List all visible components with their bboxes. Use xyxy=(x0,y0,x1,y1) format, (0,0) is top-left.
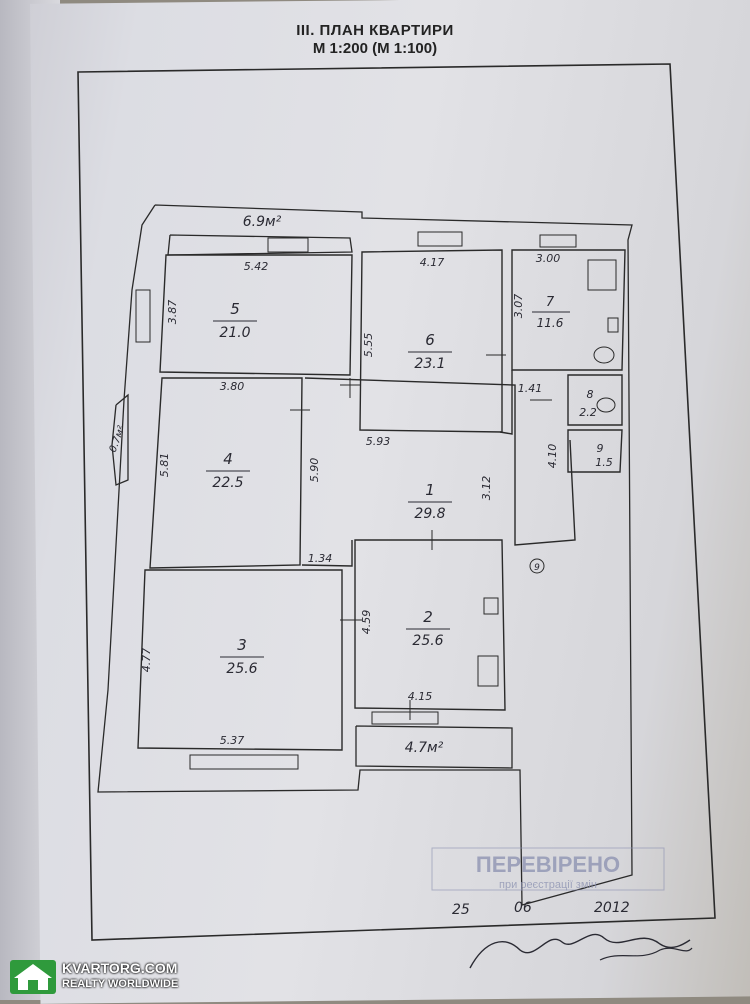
room-1-number: 1 xyxy=(425,481,435,499)
bathtub-icon xyxy=(587,259,617,291)
room-6-area: 23.1 xyxy=(414,356,445,372)
room-labels: 1 29.8 2 25.6 3 25.6 4 22.5 5 21.0 6 23.… xyxy=(206,295,613,677)
room-7-number: 7 xyxy=(546,295,555,310)
toilet-icon-2 xyxy=(596,397,616,413)
room-5-number: 5 xyxy=(230,300,240,318)
bay-window-area: 0.7м² xyxy=(108,424,128,454)
room-4-area: 22.5 xyxy=(212,475,243,491)
room-5-outline xyxy=(159,254,353,376)
stamp-date: 25 06 2012 xyxy=(452,900,630,918)
marker-label: 9 xyxy=(534,563,540,573)
stamp-date-day: 25 xyxy=(452,902,470,918)
room-2-outline xyxy=(354,539,506,711)
room-3-area: 25.6 xyxy=(226,661,257,677)
watermark-site: KVARTORG.COM xyxy=(62,960,178,976)
balcony-top-area: 6.9м² xyxy=(243,214,282,230)
dim-4-15: 4.15 xyxy=(408,690,433,703)
room-2-area: 25.6 xyxy=(412,633,443,649)
house-logo-icon xyxy=(10,960,56,994)
dim-5-55: 5.55 xyxy=(362,333,375,358)
room-9-number: 9 xyxy=(597,442,604,455)
room-3-outline xyxy=(137,569,343,751)
dim-5-90: 5.90 xyxy=(308,458,321,483)
watermark: KVARTORG.COM REALTY WORLDWIDE xyxy=(8,958,188,998)
stamp-date-month: 06 xyxy=(514,900,532,916)
interior-walls xyxy=(137,249,626,751)
balcony-bottom-outline xyxy=(355,725,513,769)
room-8-area: 2.2 xyxy=(579,406,597,419)
stamp-date-year: 2012 xyxy=(594,900,630,916)
dim-1-34: 1.34 xyxy=(308,552,333,565)
dim-5-37: 5.37 xyxy=(220,734,245,747)
dim-4-77: 4.77 xyxy=(140,648,153,673)
room-3-number: 3 xyxy=(237,636,247,654)
room-5-area: 21.0 xyxy=(219,325,250,341)
room-8-number: 8 xyxy=(587,388,594,401)
verification-stamp: ПЕРЕВІРЕНО при реєстрації змін xyxy=(431,847,665,891)
door-marks xyxy=(290,354,552,720)
stamp-subtitle: при реєстрації змін xyxy=(499,879,597,891)
balcony-top-outline xyxy=(167,234,353,256)
room-1-outline xyxy=(304,377,576,546)
kitchen-sink-icon xyxy=(483,597,499,615)
room-7-area: 11.6 xyxy=(537,316,564,330)
plan-scale: М 1:200 (М 1:100) xyxy=(312,40,438,57)
dim-1-41: 1.41 xyxy=(518,382,543,395)
stove-icon xyxy=(477,655,499,687)
dim-4-59: 4.59 xyxy=(360,610,373,635)
room-7-outline xyxy=(511,249,626,371)
outer-walls xyxy=(97,204,633,906)
stamp-title: ПЕРЕВІРЕНО xyxy=(476,852,620,877)
plan-heading: III. ПЛАН КВАРТИРИ xyxy=(296,22,454,39)
balcony-bottom-area: 4.7м² xyxy=(405,740,444,756)
dim-5-42: 5.42 xyxy=(244,260,269,273)
dim-4-17: 4.17 xyxy=(420,256,445,269)
watermark-tagline: REALTY WORLDWIDE xyxy=(62,978,179,990)
room-4-number: 4 xyxy=(223,450,233,468)
windows xyxy=(135,231,577,770)
room-8-outline xyxy=(567,374,623,426)
room-2-number: 2 xyxy=(423,608,433,626)
room-1-area: 29.8 xyxy=(414,506,445,522)
dim-4-10: 4.10 xyxy=(546,444,559,469)
sink-icon xyxy=(607,317,619,333)
toilet-icon xyxy=(593,346,615,364)
balcony-labels: 6.9м² 4.7м² 0.7м² xyxy=(108,214,444,756)
marker-circle xyxy=(529,558,545,574)
dim-3-07: 3.07 xyxy=(512,294,525,319)
signature-mark-2 xyxy=(599,947,693,961)
room-6-number: 6 xyxy=(425,331,435,349)
room-9-outline xyxy=(567,429,623,473)
dim-3-12: 3.12 xyxy=(480,476,493,501)
bay-window-outline xyxy=(111,393,129,486)
drawing-frame xyxy=(77,63,716,941)
room-9-area: 1.5 xyxy=(595,456,613,469)
dim-5-81: 5.81 xyxy=(158,453,171,478)
dim-3-00: 3.00 xyxy=(536,252,561,265)
fixtures xyxy=(477,259,619,687)
dim-3-80: 3.80 xyxy=(220,380,245,393)
dim-3-87: 3.87 xyxy=(166,300,179,325)
signature-mark xyxy=(469,933,691,969)
dimension-labels: 5.42 4.17 3.00 3.87 5.55 3.07 3.80 1.41 … xyxy=(140,252,560,747)
dim-5-93: 5.93 xyxy=(366,435,391,448)
room-4-outline xyxy=(149,377,303,569)
